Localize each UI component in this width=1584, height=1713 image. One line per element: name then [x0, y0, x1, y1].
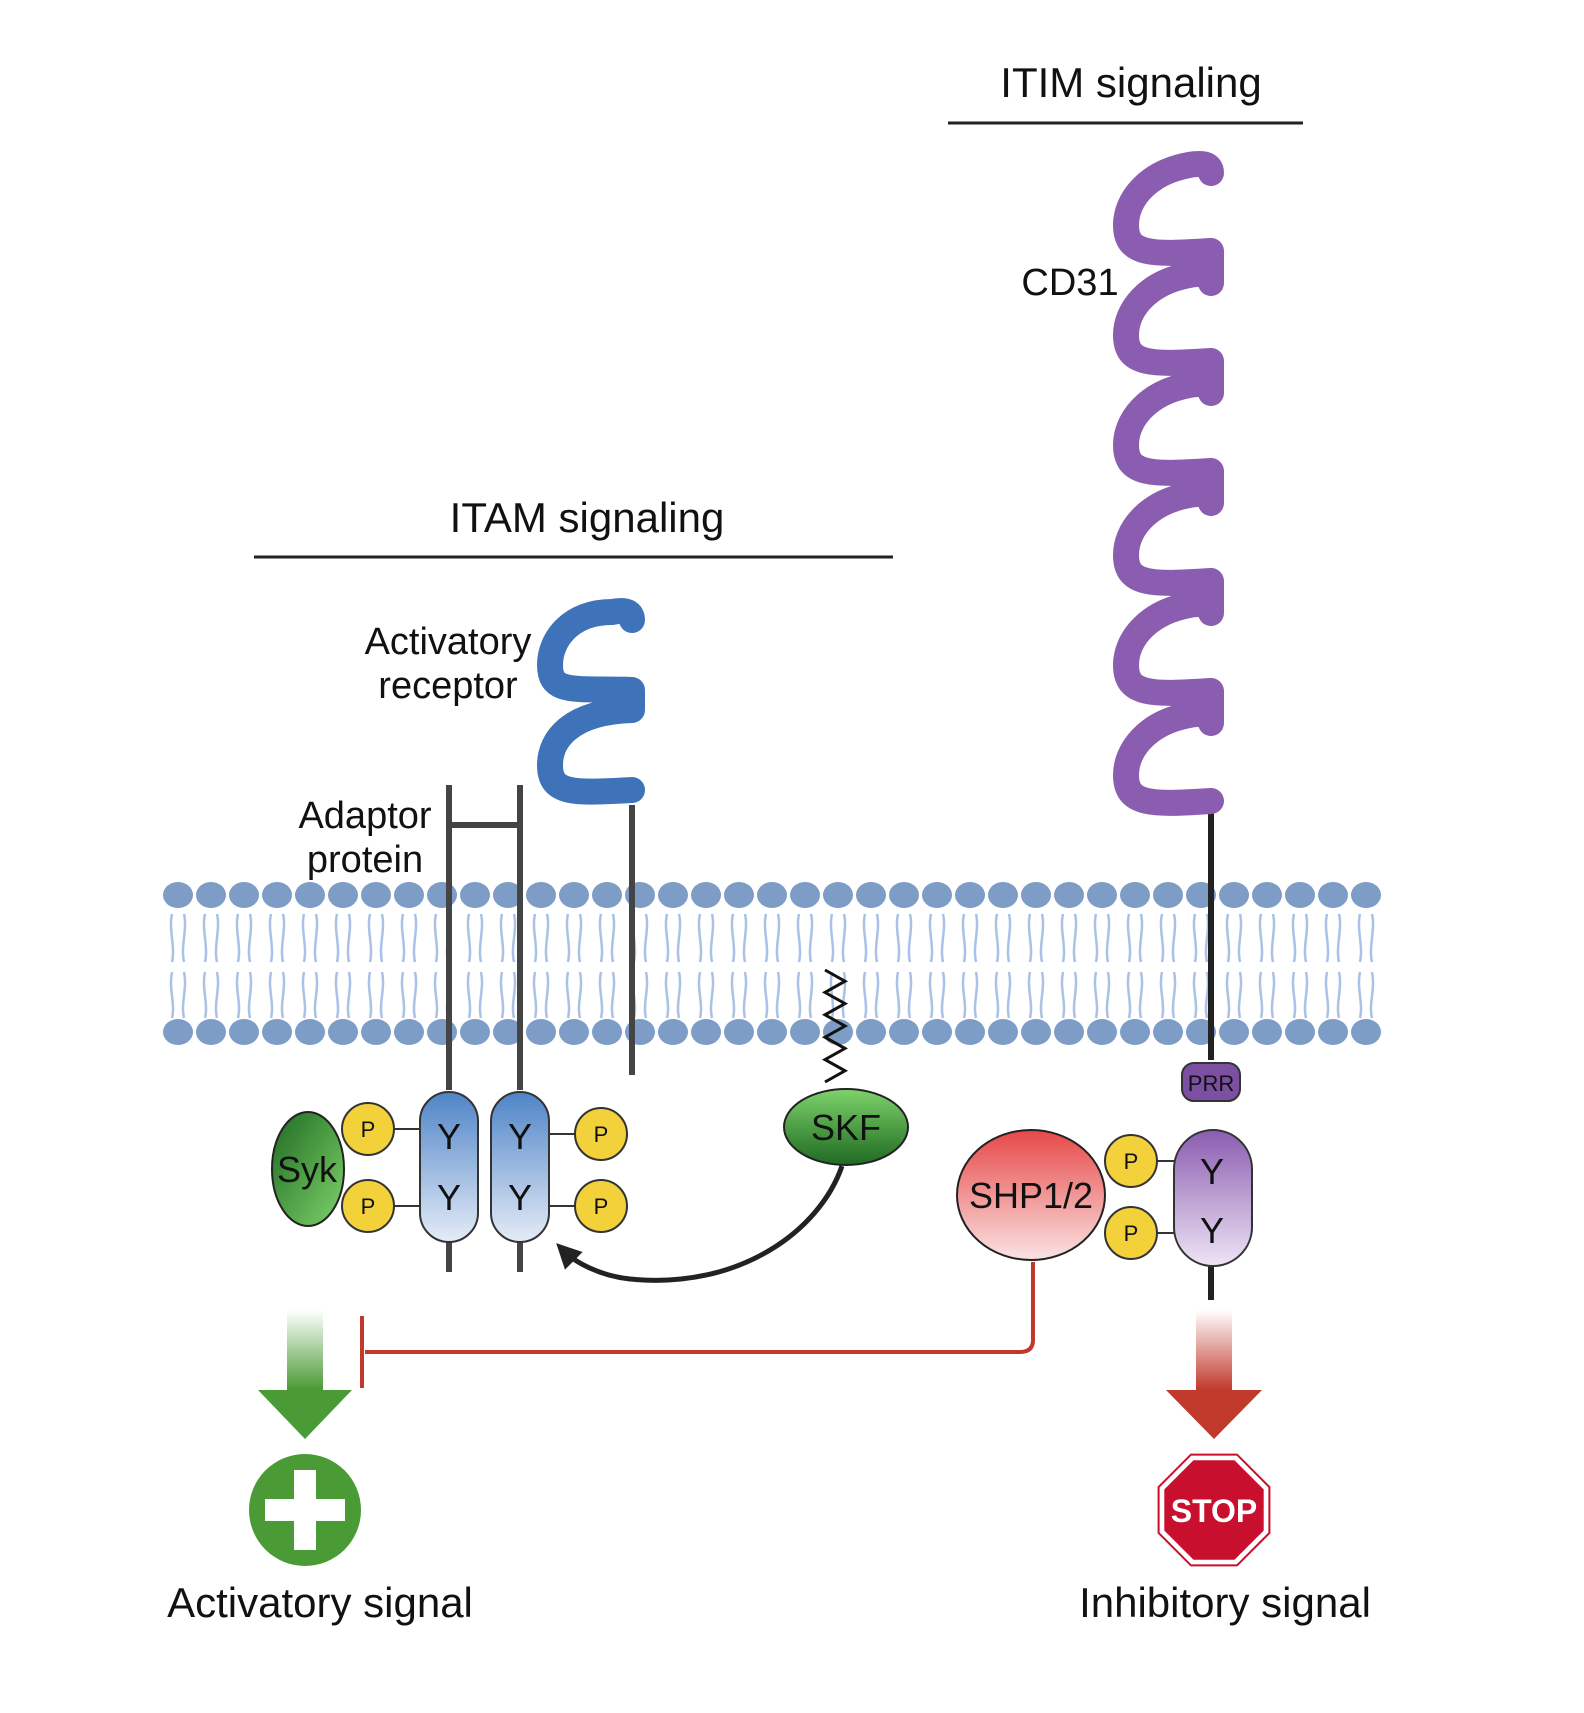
adaptor-protein: Y Y Y Y: [419, 785, 550, 1272]
activatory-receptor-label-line2: receptor: [378, 665, 518, 707]
skf-kinase: SKF: [556, 968, 909, 1283]
lipid-bilayer-membrane: [163, 882, 1381, 1045]
itam-tyrosine-1a: Y: [437, 1116, 461, 1157]
itam-phosphates: P P P P: [341, 1102, 628, 1233]
itim-tyrosine-b: Y: [1200, 1210, 1224, 1251]
syk-kinase: Syk: [271, 1111, 345, 1227]
skf-label: SKF: [811, 1107, 881, 1148]
itam-heading-text: ITAM signaling: [450, 494, 725, 541]
itim-heading-text: ITIM signaling: [1000, 59, 1261, 106]
itim-phospho-2: P: [1124, 1221, 1139, 1246]
syk-label: Syk: [277, 1149, 338, 1190]
phospho-label-4: P: [594, 1194, 609, 1219]
phospho-label-2: P: [361, 1194, 376, 1219]
activatory-receptor: [537, 598, 646, 1075]
activatory-receptor-label-line1: Activatory: [365, 621, 532, 663]
adaptor-protein-label-line1: Adaptor: [298, 795, 431, 837]
phospho-label-1: P: [361, 1117, 376, 1142]
activatory-signal-label: Activatory signal: [167, 1579, 473, 1626]
inhibition-line: [365, 1262, 1035, 1354]
skf-phosphorylation-arrow: [556, 1165, 845, 1283]
prr-label: PRR: [1188, 1071, 1234, 1096]
itam-tyrosine-2b: Y: [508, 1177, 532, 1218]
shp-label: SHP1/2: [969, 1175, 1093, 1216]
cd31-receptor: PRR Y Y: [1113, 151, 1253, 1300]
activation-arrow: [258, 1310, 352, 1439]
inhibitory-signal-label: Inhibitory signal: [1079, 1579, 1371, 1626]
itim-phosphates: P P: [1104, 1134, 1174, 1260]
stop-text: STOP: [1171, 1493, 1258, 1529]
shp-phosphatase: SHP1/2: [956, 1129, 1106, 1261]
itim-tyrosine-a: Y: [1200, 1151, 1224, 1192]
itam-tyrosine-2a: Y: [508, 1116, 532, 1157]
adaptor-protein-label-line2: protein: [307, 839, 423, 881]
inhibition-arrow: [1166, 1310, 1262, 1439]
cd31-label: CD31: [1021, 262, 1118, 304]
itam-heading: ITAM signaling: [254, 494, 893, 559]
itim-heading: ITIM signaling: [948, 59, 1303, 125]
itim-phospho-1: P: [1124, 1149, 1139, 1174]
phospho-label-3: P: [594, 1122, 609, 1147]
plus-icon: [249, 1454, 361, 1566]
itam-tyrosine-1b: Y: [437, 1177, 461, 1218]
stop-sign-icon: STOP: [1157, 1453, 1271, 1567]
